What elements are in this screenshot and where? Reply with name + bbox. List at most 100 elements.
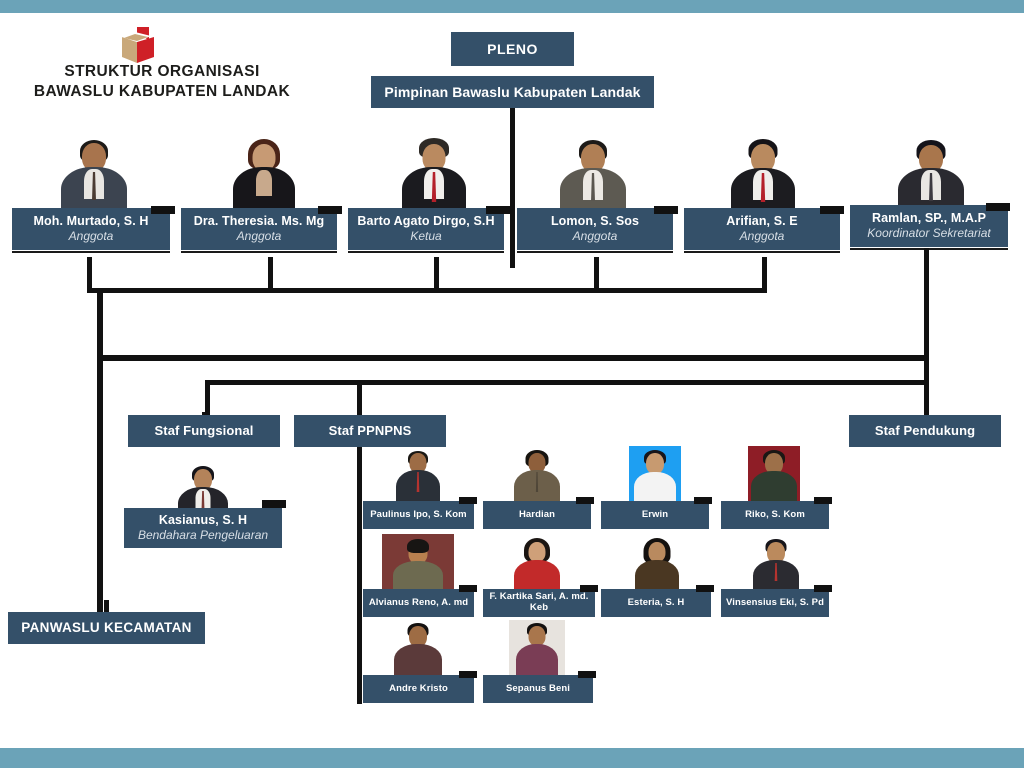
staff-card-2[interactable]: Erwin bbox=[601, 501, 709, 529]
commissioner-name: Barto Agato Dirgo, S.H bbox=[357, 213, 495, 228]
photo-dra-theresia bbox=[222, 134, 306, 212]
page-title: STRUKTUR ORGANISASI BAWASLU KABUPATEN LA… bbox=[12, 62, 312, 102]
card-shadow-nub bbox=[820, 206, 844, 214]
pleno-label: PLENO bbox=[487, 40, 538, 57]
commissioner-role: Anggota bbox=[739, 229, 785, 244]
card-underline bbox=[850, 248, 1008, 250]
connector-fungsional-drop bbox=[205, 380, 210, 416]
connector-stub-2 bbox=[434, 257, 439, 291]
panwaslu-label: PANWASLU KECAMATAN bbox=[21, 620, 192, 636]
card-shadow-nub bbox=[580, 585, 598, 592]
card-shadow-nub bbox=[654, 206, 678, 214]
kasianus-role: Bendahara Pengeluaran bbox=[137, 528, 269, 543]
card-shadow-nub bbox=[151, 206, 175, 214]
commissioner-card-5[interactable]: Ramlan, SP., M.A.P Koordinator Sekretari… bbox=[850, 205, 1008, 247]
photo-f-kartika-sari bbox=[509, 536, 565, 592]
connector-commissioner-bus bbox=[87, 288, 767, 293]
pleno-box[interactable]: PLENO bbox=[451, 32, 574, 66]
commissioner-card-2[interactable]: Barto Agato Dirgo, S.H Ketua bbox=[348, 208, 504, 250]
commissioner-role: Ketua bbox=[410, 229, 442, 244]
connector-stub-4 bbox=[762, 257, 767, 291]
connector-ppnpns-drop bbox=[357, 380, 362, 416]
connector-staff-rail bbox=[205, 380, 929, 385]
connector-secretariat-rail bbox=[97, 355, 929, 361]
staf-ppnpns-box[interactable]: Staf PPNPNS bbox=[294, 415, 446, 447]
connector-panwaslu-drop bbox=[104, 600, 109, 614]
staf-pendukung-box[interactable]: Staf Pendukung bbox=[849, 415, 1001, 447]
photo-vinsensius-eki bbox=[748, 536, 804, 592]
commissioner-role: Anggota bbox=[68, 229, 114, 244]
card-shadow-nub bbox=[262, 500, 286, 508]
connector-pimpinan-stem bbox=[510, 108, 515, 268]
staff-name: Erwin bbox=[641, 508, 669, 520]
connector-left-spine bbox=[97, 288, 103, 643]
commissioner-card-0[interactable]: Moh. Murtado, S. H Anggota bbox=[12, 208, 170, 250]
photo-esteria bbox=[629, 536, 685, 592]
staff-name: Alvianus Reno, A. md bbox=[368, 596, 469, 608]
commissioner-card-1[interactable]: Dra. Theresia. Ms. Mg Anggota bbox=[181, 208, 337, 250]
card-underline bbox=[348, 251, 504, 253]
staf-pendukung-label: Staf Pendukung bbox=[874, 422, 976, 438]
photo-hardian bbox=[509, 448, 565, 504]
photo-sepanus-beni bbox=[509, 620, 565, 676]
staff-card-6[interactable]: Esteria, S. H bbox=[601, 589, 711, 617]
staff-name: Paulinus Ipo, S. Kom bbox=[370, 508, 467, 520]
photo-andre-kristo bbox=[390, 620, 446, 676]
card-shadow-nub bbox=[459, 585, 477, 592]
connector-stub-3 bbox=[594, 257, 599, 291]
card-shadow-nub bbox=[578, 671, 596, 678]
card-shadow-nub bbox=[814, 497, 832, 504]
staff-card-5[interactable]: F. Kartika Sari, A. md. Keb bbox=[483, 589, 595, 617]
staff-name: Esteria, S. H bbox=[627, 596, 685, 608]
card-shadow-nub bbox=[696, 585, 714, 592]
staff-card-8[interactable]: Andre Kristo bbox=[363, 675, 474, 703]
bawaslu-ballot-box-logo bbox=[115, 24, 161, 66]
card-shadow-nub bbox=[318, 206, 342, 214]
staff-name: Sepanus Beni bbox=[505, 682, 571, 694]
staff-card-9[interactable]: Sepanus Beni bbox=[483, 675, 593, 703]
staf-ppnpns-label: Staf PPNPNS bbox=[328, 422, 412, 438]
photo-erwin bbox=[629, 446, 681, 504]
commissioner-card-4[interactable]: Arifian, S. E Anggota bbox=[684, 208, 840, 250]
pimpinan-box[interactable]: Pimpinan Bawaslu Kabupaten Landak bbox=[371, 76, 654, 108]
commissioner-card-3[interactable]: Lomon, S. Sos Anggota bbox=[517, 208, 673, 250]
photo-moh-murtado bbox=[52, 134, 136, 212]
kasianus-name: Kasianus, S. H bbox=[158, 512, 248, 527]
pimpinan-label: Pimpinan Bawaslu Kabupaten Landak bbox=[384, 83, 641, 100]
staff-card-4[interactable]: Alvianus Reno, A. md bbox=[363, 589, 474, 617]
card-shadow-nub bbox=[694, 497, 712, 504]
panwaslu-kecamatan-box[interactable]: PANWASLU KECAMATAN bbox=[8, 612, 205, 644]
kasianus-card[interactable]: Kasianus, S. H Bendahara Pengeluaran bbox=[124, 508, 282, 548]
staf-fungsional-label: Staf Fungsional bbox=[154, 422, 254, 438]
card-shadow-nub bbox=[486, 206, 510, 214]
connector-pendukung-drop bbox=[924, 380, 929, 416]
staf-fungsional-box[interactable]: Staf Fungsional bbox=[128, 415, 280, 447]
connector-ppnpns-trunk bbox=[357, 446, 362, 704]
top-accent-bar bbox=[0, 0, 1024, 13]
staff-card-1[interactable]: Hardian bbox=[483, 501, 591, 529]
commissioner-name: Dra. Theresia. Ms. Mg bbox=[193, 213, 325, 228]
connector-stub-1 bbox=[268, 257, 273, 291]
card-underline bbox=[12, 251, 170, 253]
bottom-accent-bar bbox=[0, 748, 1024, 768]
photo-alvianus-reno bbox=[382, 534, 454, 592]
staff-card-0[interactable]: Paulinus Ipo, S. Kom bbox=[363, 501, 474, 529]
photo-barto-agato-dirgo bbox=[392, 134, 476, 212]
page-title-line1: STRUKTUR ORGANISASI bbox=[64, 63, 260, 80]
card-shadow-nub bbox=[459, 671, 477, 678]
staff-name: Hardian bbox=[518, 508, 556, 520]
staff-card-7[interactable]: Vinsensius Eki, S. Pd bbox=[721, 589, 829, 617]
card-shadow-nub bbox=[986, 203, 1010, 211]
commissioner-role: Koordinator Sekretariat bbox=[867, 226, 991, 241]
photo-ramlan bbox=[889, 134, 973, 212]
connector-stub-0 bbox=[87, 257, 92, 291]
photo-riko bbox=[748, 446, 800, 504]
commissioner-role: Anggota bbox=[236, 229, 282, 244]
photo-lomon bbox=[551, 134, 635, 212]
commissioner-name: Ramlan, SP., M.A.P bbox=[871, 210, 987, 225]
staff-card-3[interactable]: Riko, S. Kom bbox=[721, 501, 829, 529]
staff-name: Riko, S. Kom bbox=[745, 508, 805, 520]
card-shadow-nub bbox=[814, 585, 832, 592]
card-underline bbox=[181, 251, 337, 253]
